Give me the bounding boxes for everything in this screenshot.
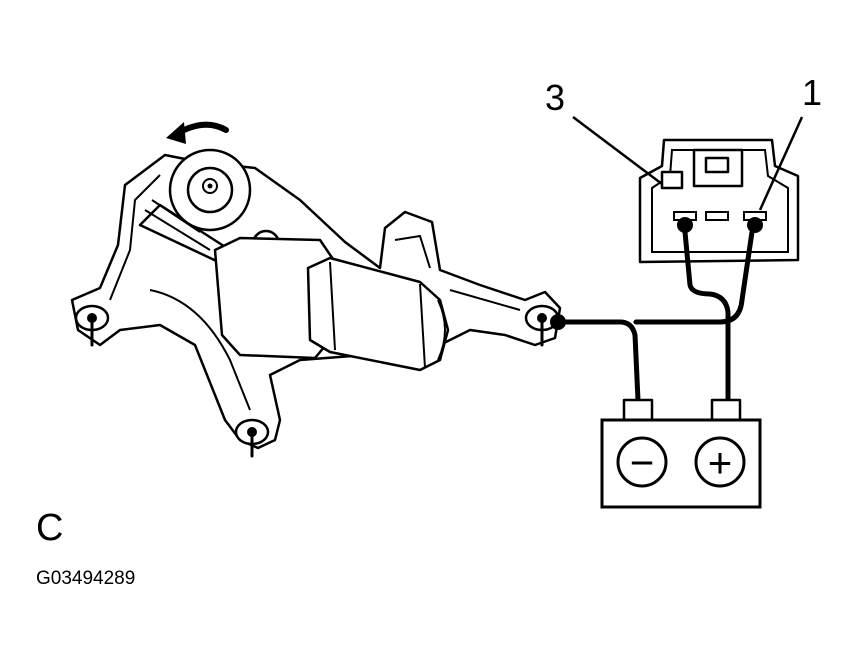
panel-letter: C [36,507,63,549]
connector-icon [638,138,800,264]
wiper-motor-icon [70,148,566,458]
terminal-1-probe [747,217,763,233]
battery-negative-symbol: − [630,439,655,486]
battery-positive-terminal [694,436,746,488]
rotation-arrow-icon [166,121,229,144]
terminal-1-label: 1 [802,72,822,113]
battery-icon: − + [600,398,762,509]
battery-negative-terminal [616,436,668,488]
mount-grommet-bottom [234,418,270,458]
battery-positive-symbol: + [708,439,733,486]
terminal-3-probe [677,217,693,233]
figure-code: G03494289 [36,568,135,589]
terminal-3-label: 3 [545,77,565,118]
mount-grommet-left [74,304,110,347]
